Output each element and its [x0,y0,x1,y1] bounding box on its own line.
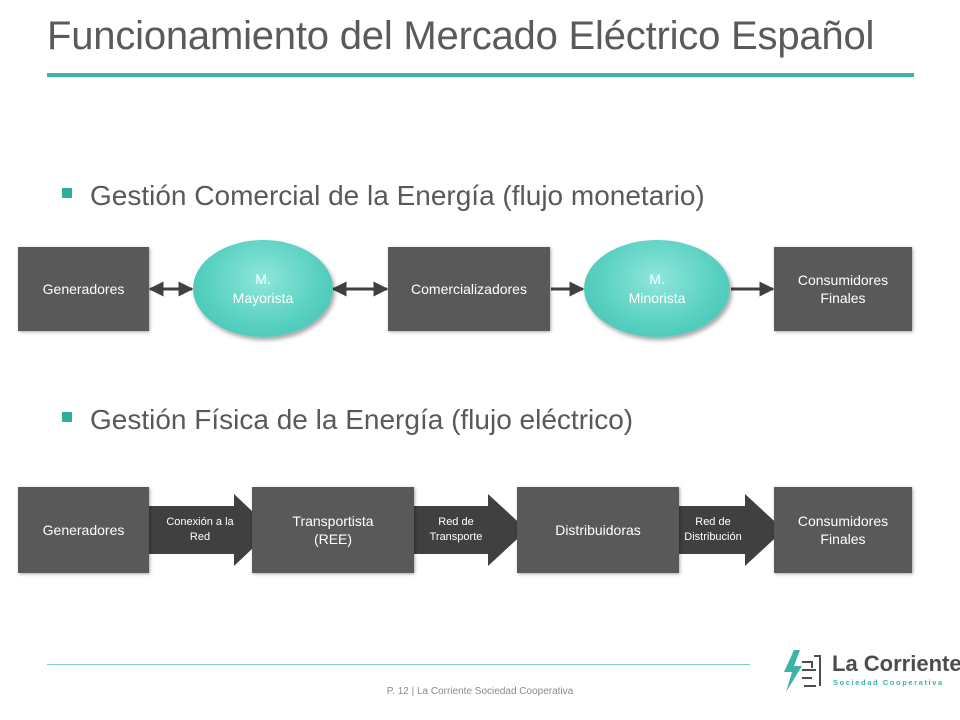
link-label-transporte: Red de Transporte [429,516,483,543]
commercial-node-consumidores: Consumidores Finales [774,247,912,331]
commercial-node-mayorista: M. Mayorista [193,240,333,337]
physical-heading: Gestión Física de la Energía (flujo eléc… [62,404,633,436]
footer-rule [47,664,750,665]
node-label: Transportista (REE) [292,512,374,547]
link-arrow-conexion [148,494,272,566]
link-arrow-distribucion [672,494,784,566]
node-label: M. Minorista [628,271,686,306]
logo-subtitle: Sociedad Cooperativa [833,678,944,687]
logo-name: La Corriente [832,651,960,676]
slide-title: Funcionamiento del Mercado Eléctrico Esp… [47,14,875,58]
node-label: Consumidores Finales [797,271,889,306]
node-label: Distribuidoras [555,521,641,538]
commercial-heading: Gestión Comercial de la Energía (flujo m… [62,180,705,212]
footer-text: P. 12 | La Corriente Sociedad Cooperativ… [386,686,574,697]
bullet-square-icon [62,411,72,422]
physical-heading-text: Gestión Física de la Energía (flujo eléc… [90,404,634,435]
company-logo: La Corriente Sociedad Cooperativa [778,648,960,694]
physical-node-distribuidoras: Distribuidoras [517,487,679,573]
node-label: Generadores [42,521,125,538]
physical-node-generadores: Generadores [18,487,149,573]
node-label: Consumidores Finales [797,512,889,547]
bullet-square-icon [62,187,72,198]
physical-node-consumidores: Consumidores Finales [774,487,912,573]
link-label-conexion: Conexión a la Red [166,516,234,543]
node-label: M. Mayorista [232,271,294,306]
physical-node-transportista: Transportista (REE) [252,487,414,573]
node-label: Comercializadores [411,280,527,297]
commercial-node-comercializadores: Comercializadores [388,247,550,331]
commercial-node-minorista: M. Minorista [584,240,730,337]
lightning-bolt-icon [784,650,821,692]
commercial-heading-text: Gestión Comercial de la Energía (flujo m… [90,180,705,211]
commercial-node-generadores: Generadores [18,247,149,331]
link-arrow-transporte [402,494,527,566]
node-label: Generadores [42,280,125,297]
link-label-distribucion: Red de Distribución [684,516,742,543]
title-underline [47,73,914,77]
